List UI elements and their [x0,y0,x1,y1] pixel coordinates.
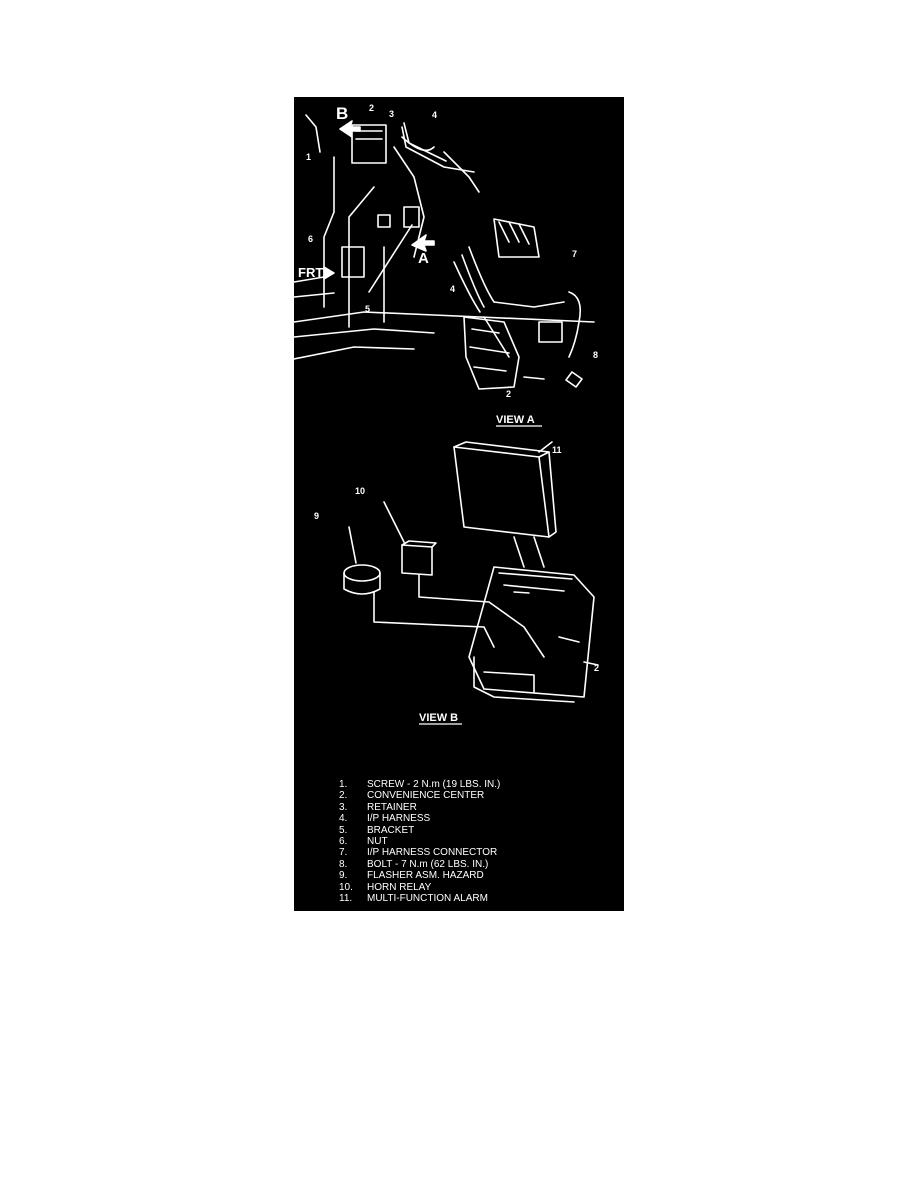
callout-11: 11 [552,445,562,455]
legend-item: 4.I/P HARNESS [339,813,431,825]
callout-2-view-b: 2 [594,663,599,673]
parts-legend: 1.SCREW - 2 N.m (19 LBS. IN.) 2.CONVENIE… [339,779,619,904]
dash-overview [294,114,595,360]
callout-9: 9 [314,511,319,521]
front-marker: FRT [298,265,323,280]
legend-item: 11.MULTI-FUNCTION ALARM [339,893,488,905]
legend-item: 6.NUT [339,836,388,848]
callout-1: 1 [306,152,311,162]
callout-7: 7 [572,249,577,259]
legend-item: 5.BRACKET [339,824,415,836]
callout-3: 3 [389,109,394,119]
callout-4-view-a: 4 [450,284,455,294]
legend-item: 9.FLASHER ASM. HAZARD [339,870,484,882]
view-a-title: VIEW A [496,414,535,426]
callout-5: 5 [365,304,370,314]
diagram-illustration: VIEW A VIEW B B A FRT 1 2 3 4 5 6 4 7 8 … [294,103,599,725]
legend-item: 1.SCREW - 2 N.m (19 LBS. IN.) [339,779,501,790]
legend-item: 2.CONVENIENCE CENTER [339,790,485,802]
view-b-marker: B [336,104,348,123]
convenience-center-diagram: VIEW A VIEW B B A FRT 1 2 3 4 5 6 4 7 8 … [294,97,624,911]
legend-item: 3.RETAINER [339,801,417,813]
legend-item: 10.HORN RELAY [339,881,432,893]
view-a-marker: A [418,250,429,267]
callout-2-top: 2 [369,103,374,113]
view-b-title: VIEW B [419,712,458,724]
callout-4-top: 4 [432,110,437,120]
callout-6: 6 [308,234,313,244]
callout-8: 8 [593,350,598,360]
legend-item: 8.BOLT - 7 N.m (62 LBS. IN.) [339,858,489,870]
view-b-illustration [343,441,599,703]
callout-10: 10 [355,486,365,496]
callout-2-view-a: 2 [506,389,511,399]
legend-item: 7.I/P HARNESS CONNECTOR [339,847,498,859]
view-a-illustration [453,218,583,390]
